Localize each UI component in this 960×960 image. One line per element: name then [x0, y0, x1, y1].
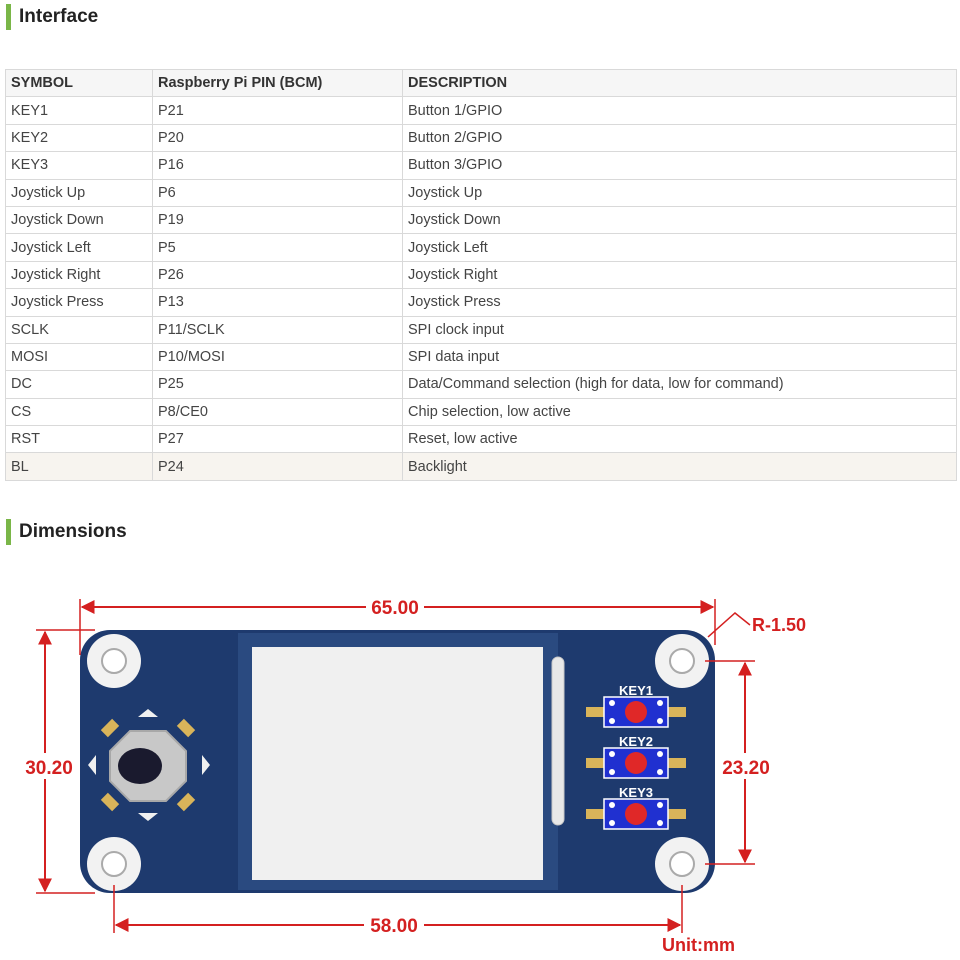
mount-hole-bottom-left	[87, 837, 141, 891]
cell-symbol: Joystick Down	[5, 205, 153, 235]
cell-symbol: DC	[5, 370, 153, 399]
cell-symbol: Joystick Up	[5, 178, 153, 207]
cell-pin: P26	[152, 260, 403, 290]
header-symbol: SYMBOL	[5, 68, 153, 98]
cell-pin: P6	[152, 178, 403, 207]
joystick-down-arrow	[138, 813, 158, 821]
cell-description: SPI clock input	[402, 315, 957, 344]
unit-label: Unit:mm	[662, 935, 735, 955]
mount-hole-top-right	[655, 634, 709, 688]
dimension-drawing: KEY1 KEY2 KEY3 65.00 R-1.50	[25, 598, 806, 955]
dimension-hole-spacing-x: 58.00	[113, 885, 683, 937]
pin-table: SYMBOL Raspberry Pi PIN (BCM) DESCRIPTIO…	[5, 68, 957, 481]
key2-label: KEY2	[619, 734, 653, 749]
cell-symbol: CS	[5, 397, 153, 427]
key1-label: KEY1	[619, 683, 653, 698]
dimension-corner-radius: R-1.50	[707, 612, 806, 638]
cell-description: Joystick Down	[402, 205, 957, 235]
dimension-hole-spacing-y: 23.20	[705, 660, 770, 865]
cell-pin: P10/MOSI	[152, 342, 403, 372]
cell-symbol: KEY2	[5, 123, 153, 153]
cell-pin: P19	[152, 205, 403, 235]
dimension-height-total-label: 30.20	[25, 758, 73, 779]
cell-description: Joystick Right	[402, 260, 957, 290]
key1-button: KEY1	[586, 683, 686, 728]
cell-description: Backlight	[402, 452, 957, 481]
cell-pin: P16	[152, 151, 403, 180]
cell-pin: P21	[152, 96, 403, 125]
cell-pin: P27	[152, 425, 403, 454]
key2-button: KEY2	[586, 734, 686, 779]
dimension-width-total-label: 65.00	[371, 598, 419, 619]
cell-description: Button 1/GPIO	[402, 96, 957, 125]
cell-description: Reset, low active	[402, 425, 957, 454]
interface-heading: Interface	[6, 4, 98, 30]
cell-symbol: KEY3	[5, 151, 153, 180]
cell-description: Joystick Left	[402, 233, 957, 262]
dimension-hole-spacing-y-label: 23.20	[722, 758, 770, 779]
cell-symbol: RST	[5, 425, 153, 454]
cell-description: Button 3/GPIO	[402, 151, 957, 180]
header-pin: Raspberry Pi PIN (BCM)	[152, 68, 403, 98]
corner-radius-label: R-1.50	[752, 615, 806, 635]
dimension-width-total: 65.00	[79, 598, 716, 655]
cell-pin: P8/CE0	[152, 397, 403, 427]
cell-symbol: Joystick Left	[5, 233, 153, 262]
cell-pin: P5	[152, 233, 403, 262]
cell-description: Chip selection, low active	[402, 397, 957, 427]
cell-symbol: Joystick Right	[5, 260, 153, 290]
cell-symbol: BL	[5, 452, 153, 481]
mount-hole-bottom-right	[655, 837, 709, 891]
cell-symbol: KEY1	[5, 96, 153, 125]
joystick-left-arrow	[88, 755, 96, 775]
cell-pin: P24	[152, 452, 403, 481]
dimension-height-total: 30.20	[25, 629, 95, 894]
cell-symbol: Joystick Press	[5, 288, 153, 317]
cell-symbol: MOSI	[5, 342, 153, 372]
cell-symbol: SCLK	[5, 315, 153, 344]
key3-label: KEY3	[619, 785, 653, 800]
cell-description: Button 2/GPIO	[402, 123, 957, 153]
cell-pin: P11/SCLK	[152, 315, 403, 344]
joystick-right-arrow	[202, 755, 210, 775]
table-header-row: SYMBOL Raspberry Pi PIN (BCM) DESCRIPTIO…	[5, 68, 957, 98]
cell-description: Joystick Up	[402, 178, 957, 207]
joystick	[88, 709, 210, 821]
cell-pin: P20	[152, 123, 403, 153]
dimensions-heading: Dimensions	[6, 519, 127, 545]
key3-button: KEY3	[586, 785, 686, 830]
cell-description: SPI data input	[402, 342, 957, 372]
cell-description: Data/Command selection (high for data, l…	[402, 370, 957, 399]
joystick-up-arrow	[138, 709, 158, 717]
cell-description: Joystick Press	[402, 288, 957, 317]
cell-pin: P25	[152, 370, 403, 399]
cell-pin: P13	[152, 288, 403, 317]
lcd-screen	[252, 647, 543, 880]
dimension-hole-spacing-x-label: 58.00	[370, 916, 418, 937]
mount-hole-top-left	[87, 634, 141, 688]
header-description: DESCRIPTION	[402, 68, 957, 98]
lcd-flex-connector	[551, 656, 565, 826]
